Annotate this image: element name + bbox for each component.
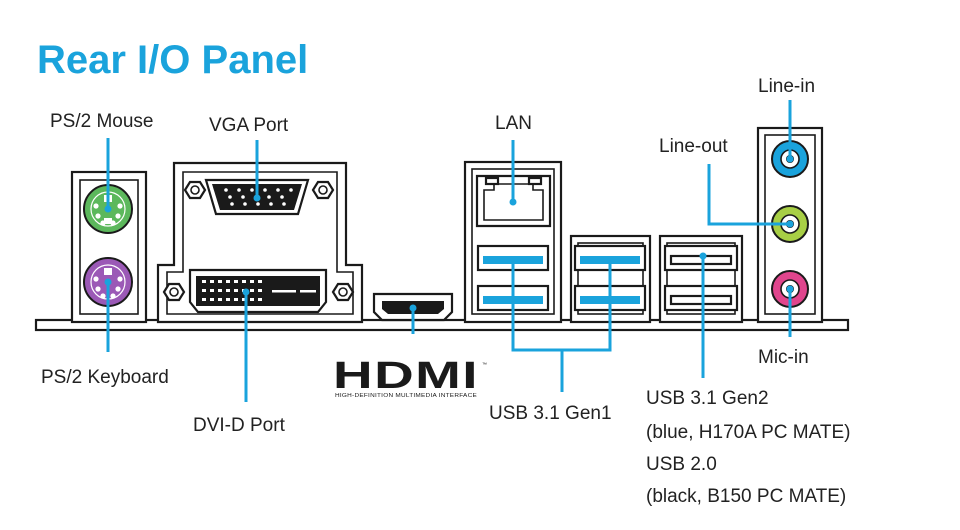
ps2-block	[70, 170, 148, 324]
pointer-usb-gen1	[511, 260, 612, 392]
label-dvi-port: DVI-D Port	[193, 415, 286, 436]
dvi-connector-icon	[162, 268, 355, 314]
label-usb-gen1: USB 3.1 Gen1	[489, 403, 612, 424]
label-mic-in: Mic-in	[758, 347, 809, 368]
pointer-lines	[104, 100, 794, 402]
page-title: Rear I/O Panel	[37, 38, 308, 82]
label-line-in: Line-in	[758, 76, 815, 97]
label-line-out: Line-out	[659, 136, 728, 157]
label-lan: LAN	[495, 113, 532, 134]
label-ps2-mouse: PS/2 Mouse	[50, 111, 154, 132]
label-usb20: USB 2.0	[646, 454, 717, 475]
vga-screw-right-icon	[311, 180, 335, 200]
video-block	[156, 161, 364, 324]
hdmi-trademark: ™	[482, 362, 487, 368]
hdmi-wordmark: HDMI	[333, 355, 479, 397]
label-ps2-keyboard: PS/2 Keyboard	[41, 367, 169, 388]
usb-gen2-stack	[658, 234, 744, 324]
hdmi-tagline: HIGH-DEFINITION MULTIMEDIA INTERFACE	[335, 393, 478, 399]
usb-port-icon	[663, 244, 739, 312]
label-usb-gen2: USB 3.1 Gen2	[646, 388, 769, 409]
pointer-line-out	[707, 164, 790, 226]
hdmi-logo: HDMI ™ HIGH-DEFINITION MULTIMEDIA INTERF…	[333, 355, 487, 399]
label-usb-gen2-note: (blue, H170A PC MATE)	[646, 422, 851, 443]
dvi-screw-right-icon	[331, 282, 355, 302]
label-usb20-note: (black, B150 PC MATE)	[646, 486, 846, 507]
dvi-screw-left-icon	[162, 282, 186, 302]
label-vga-port: VGA Port	[209, 115, 289, 136]
vga-screw-left-icon	[183, 180, 207, 200]
